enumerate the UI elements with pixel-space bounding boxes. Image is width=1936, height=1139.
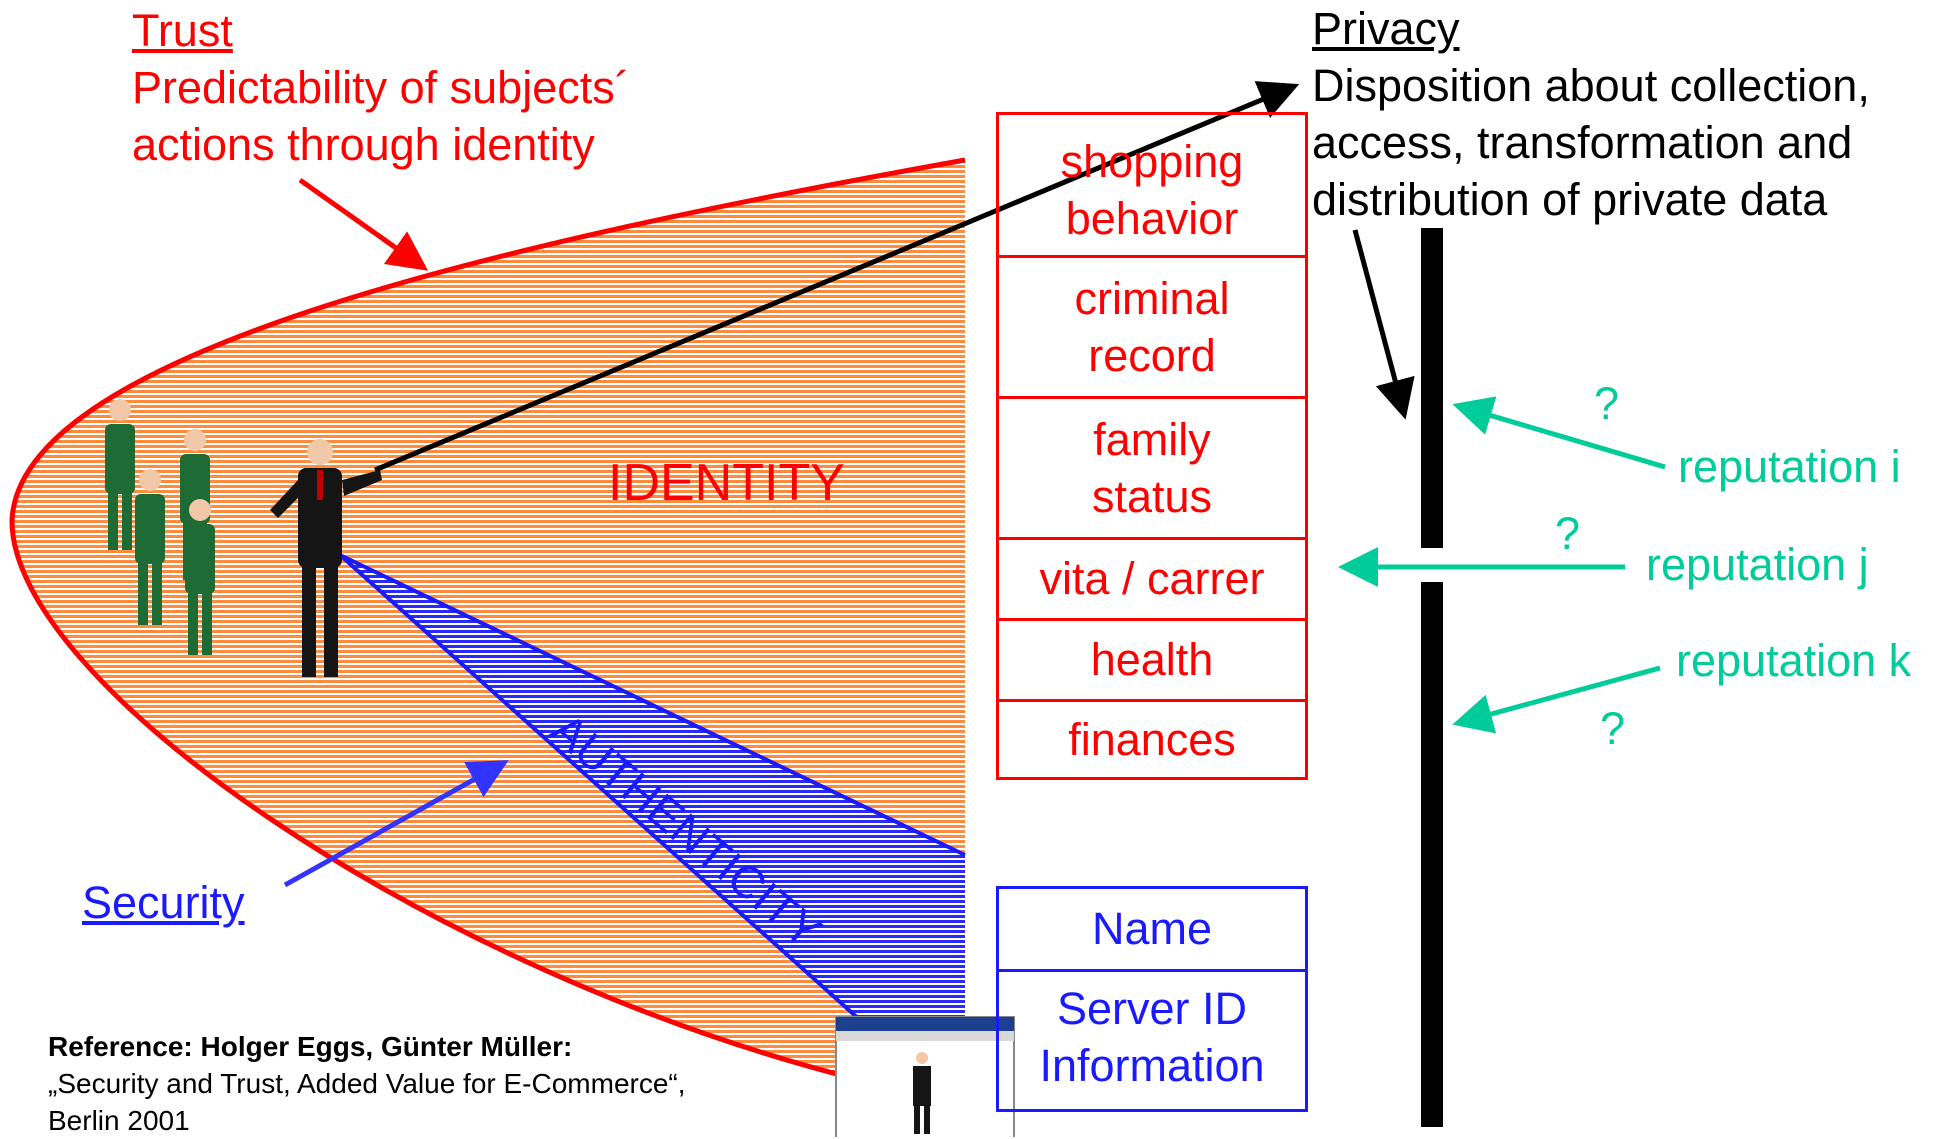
privacy-line-3: distribution of private data bbox=[1312, 174, 1828, 225]
privacy-to-barrier-arrow bbox=[1352, 229, 1415, 420]
authenticity-wedge bbox=[340, 555, 965, 1020]
privacy-pointer-arrow bbox=[374, 81, 1300, 473]
people-group-icon bbox=[105, 399, 215, 655]
attr-name: Name bbox=[999, 889, 1305, 972]
attr-family-status: family status bbox=[999, 399, 1305, 540]
question-mark-i: ? bbox=[1594, 378, 1620, 429]
attr-shopping-behavior: shopping behavior bbox=[999, 115, 1305, 258]
security-arrow bbox=[283, 760, 509, 888]
attr-finances: finances bbox=[1068, 714, 1236, 765]
trust-line-1: Predictability of subjects´ bbox=[132, 62, 630, 113]
reputation-j-label: reputation j bbox=[1646, 539, 1869, 590]
reference-title: „Security and Trust, Added Value for E-C… bbox=[48, 1068, 686, 1099]
privacy-title: Privacy bbox=[1312, 3, 1460, 54]
trust-line-2: actions through identity bbox=[132, 119, 595, 170]
identity-label: IDENTITY bbox=[608, 454, 845, 512]
server-attributes-box: Name Server ID Information bbox=[996, 886, 1308, 1112]
reference-citation: Reference: Holger Eggs, Günter Müller: „… bbox=[48, 1028, 686, 1139]
trust-arrow bbox=[298, 177, 429, 271]
privacy-line-2: access, transformation and bbox=[1312, 117, 1853, 168]
privacy-barrier-lower bbox=[1421, 582, 1443, 1127]
private-attributes-box: shopping behavior criminal record family… bbox=[996, 112, 1308, 780]
reputation-k-arrow bbox=[1452, 665, 1661, 734]
reputation-k-label: reputation k bbox=[1676, 635, 1912, 686]
privacy-barrier-upper bbox=[1421, 228, 1443, 548]
attr-server-id-information: Server ID Information bbox=[1039, 983, 1265, 1091]
reference-authors: Reference: Holger Eggs, Günter Müller: bbox=[48, 1031, 573, 1062]
question-mark-j: ? bbox=[1555, 508, 1581, 559]
trust-title: Trust bbox=[132, 5, 233, 56]
reputation-i-label: reputation i bbox=[1678, 441, 1901, 492]
reference-place-year: Berlin 2001 bbox=[48, 1105, 190, 1136]
trust-cone-outline bbox=[9, 157, 966, 1083]
attr-criminal-record: criminal record bbox=[999, 258, 1305, 399]
attr-health: health bbox=[999, 621, 1305, 702]
reputation-i-arrow bbox=[1452, 396, 1666, 470]
attr-vita-career: vita / carrer bbox=[999, 540, 1305, 621]
security-label: Security bbox=[82, 877, 245, 928]
privacy-annotation: Privacy Disposition about collection, ac… bbox=[1312, 0, 1870, 228]
browser-thumbnail-icon bbox=[835, 1016, 1015, 1137]
question-mark-k: ? bbox=[1600, 703, 1626, 754]
speaker-figure-icon bbox=[270, 439, 382, 677]
privacy-line-1: Disposition about collection, bbox=[1312, 60, 1870, 111]
trust-annotation: Trust Predictability of subjects´ action… bbox=[132, 2, 630, 173]
